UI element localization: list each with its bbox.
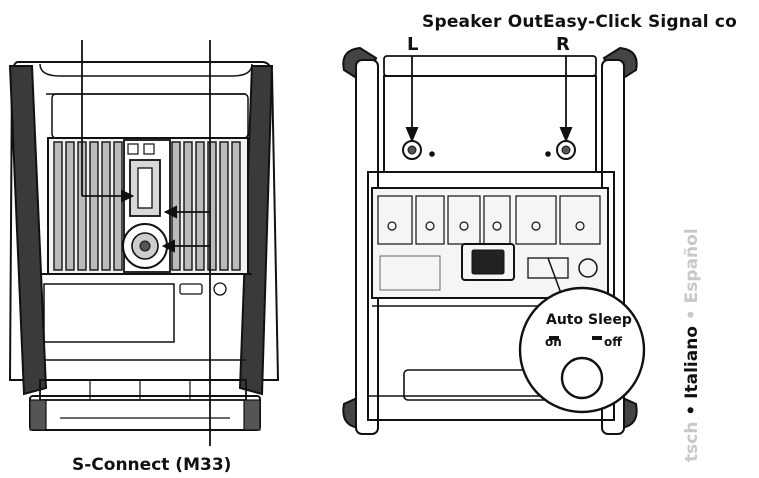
language-separator-2: • xyxy=(682,303,702,327)
left-output-label: L xyxy=(407,34,419,55)
language-partial-deutsch: tsch xyxy=(682,421,702,462)
left-unit xyxy=(8,40,280,446)
right-output-label: R xyxy=(556,34,570,55)
s-connect-label: S-Connect (M33) xyxy=(72,455,232,475)
language-italiano: Italiano xyxy=(682,326,702,399)
language-strip: tsch • Italiano • Español xyxy=(682,228,722,462)
auto-sleep-off-label: off xyxy=(604,335,622,349)
speaker-out-title: Speaker OutEasy-Click Signal co xyxy=(422,12,738,32)
auto-sleep-label: Auto Sleep xyxy=(546,312,632,328)
language-separator: • xyxy=(682,398,702,422)
right-unit xyxy=(342,46,646,435)
language-espanol: Español xyxy=(682,228,702,304)
auto-sleep-on-label: on xyxy=(545,335,562,349)
